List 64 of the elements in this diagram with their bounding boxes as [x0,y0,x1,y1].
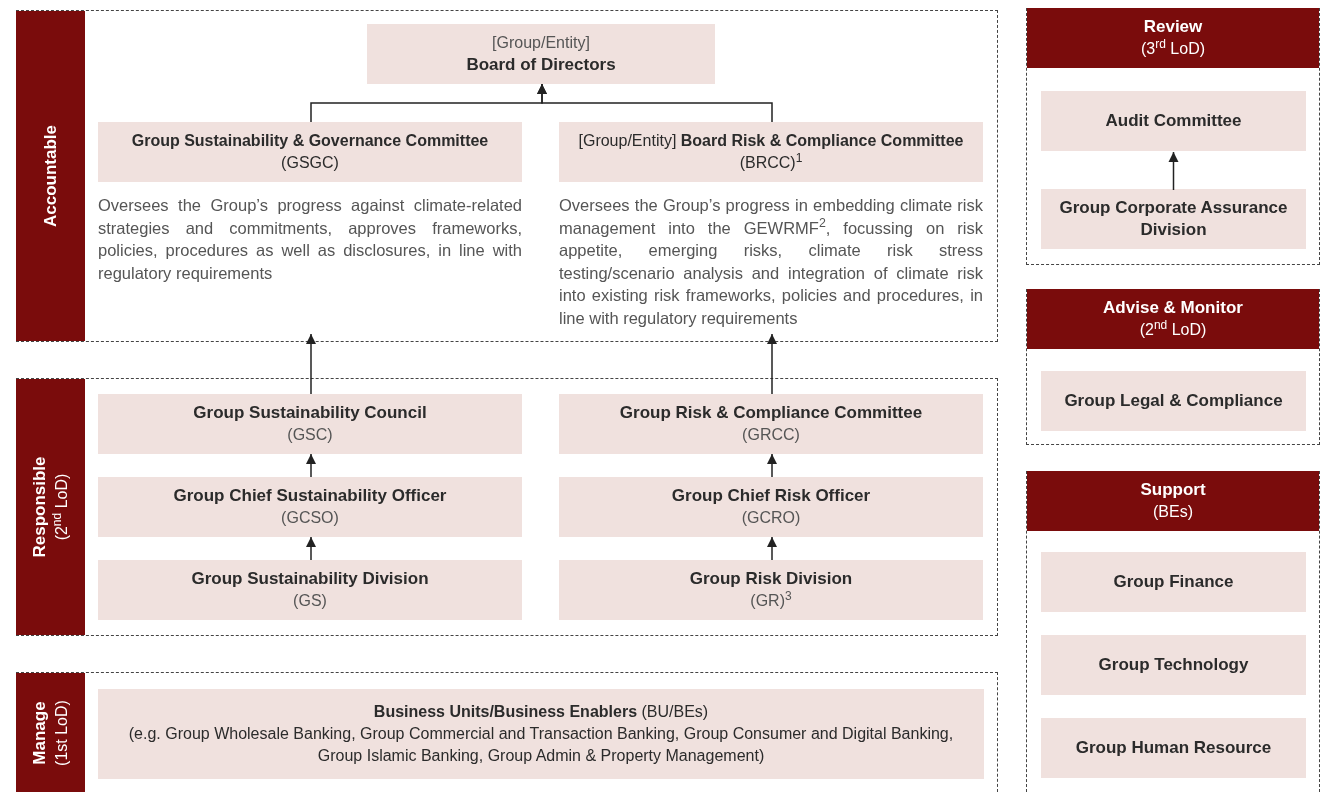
arrow [767,333,777,395]
node-title: Group Finance [1113,571,1234,593]
section-frame [16,10,998,342]
org-box [559,477,983,537]
node-subtitle: (GCRO) [741,508,801,528]
arrow [306,536,316,561]
arrow [306,453,316,478]
node-subtitle: (GCSO) [281,508,339,528]
node-subtitle: (GS) [293,591,327,611]
section-frame [1026,289,1320,445]
org-box [98,477,522,537]
node-title: Business Units/Business Enablers (BU/BEs) [373,702,709,722]
node-title: Group Sustainability Council [193,402,427,424]
section-label: Accountable [39,125,61,227]
node-title: Group Human Resource [1075,737,1272,759]
arrow [537,83,773,123]
org-box [98,394,522,454]
node-title: Group Risk & Compliance Committee [619,402,923,424]
arrow [767,453,777,478]
node-title: Audit Committee [1105,110,1242,132]
node-title: Group Chief Sustainability Officer [173,485,447,507]
section-label: (3$^{rd}$ LoD) [1141,38,1205,59]
node-subtitle: (GR)$^{3}$ [750,590,792,611]
section-label: Advise & Monitor [1103,297,1243,319]
org-box [559,560,983,620]
org-box [98,689,984,779]
org-box [98,560,522,620]
node-title: Group Sustainability & Governance Committee (GSGC) [130,131,490,173]
org-box [1041,552,1306,612]
section-label: (1st LoD) [51,699,71,766]
node-title: Group Technology [1098,654,1249,676]
org-box [1041,718,1306,778]
node-title: Group Sustainability Division [191,568,429,590]
node-title: [Group/Entity] Board Risk & Compliance Committee (BRCC)$^{1}$ [577,131,965,173]
org-box [367,24,715,84]
node-title: Group Corporate Assurance Division [1058,197,1289,241]
section-label: Support [1140,479,1206,501]
arrow [1168,151,1179,191]
node-subtitle: (e.g. Group Wholesale Banking, Group Commercial and Transaction Banking, Group Consumer and Digital Banking, Group Islamic Banking, Group Admin & Property Management) [127,724,955,766]
section-label: Manage [28,700,50,765]
node-title: [Group/Entity] [492,33,590,53]
section-label: (BEs) [1153,502,1193,522]
node-subtitle: (GRCC) [742,425,800,445]
section-label: Responsible [28,456,50,558]
section-frame [16,672,998,792]
node-title: Group Legal & Compliance [1064,390,1283,412]
arrow [306,333,316,395]
node-title: Group Chief Risk Officer [671,485,871,507]
arrow [767,536,777,561]
org-box [1041,371,1306,431]
section-frame [1026,471,1320,792]
org-box [559,394,983,454]
section-label: Review [1143,16,1203,38]
section-label: (2$^{nd}$ LoD) [1139,319,1207,340]
node-subtitle: Board of Directors [466,54,616,76]
node-subtitle: (GSC) [287,425,333,445]
org-box [1041,189,1306,249]
org-box [1041,635,1306,695]
description-text: Oversees the Group’s progress against climate-related strategies and commitments, approves frameworks, policies, procedures as well as disclosures, in line with regulatory requirements [98,195,522,284]
org-box [1041,91,1306,151]
section-frame [16,378,998,636]
section-frame [1026,8,1320,265]
description-text: Oversees the Group’s progress in embedding climate risk management into the GEWRMF$^{2}$, focussing on risk appetite, emerging risks, climate risk stress testing/scenario analysis and integration of climate risk into existing risk frameworks, policies and procedures, in line with regulatory requirements [559,195,983,329]
node-title: Group Risk Division [689,568,853,590]
